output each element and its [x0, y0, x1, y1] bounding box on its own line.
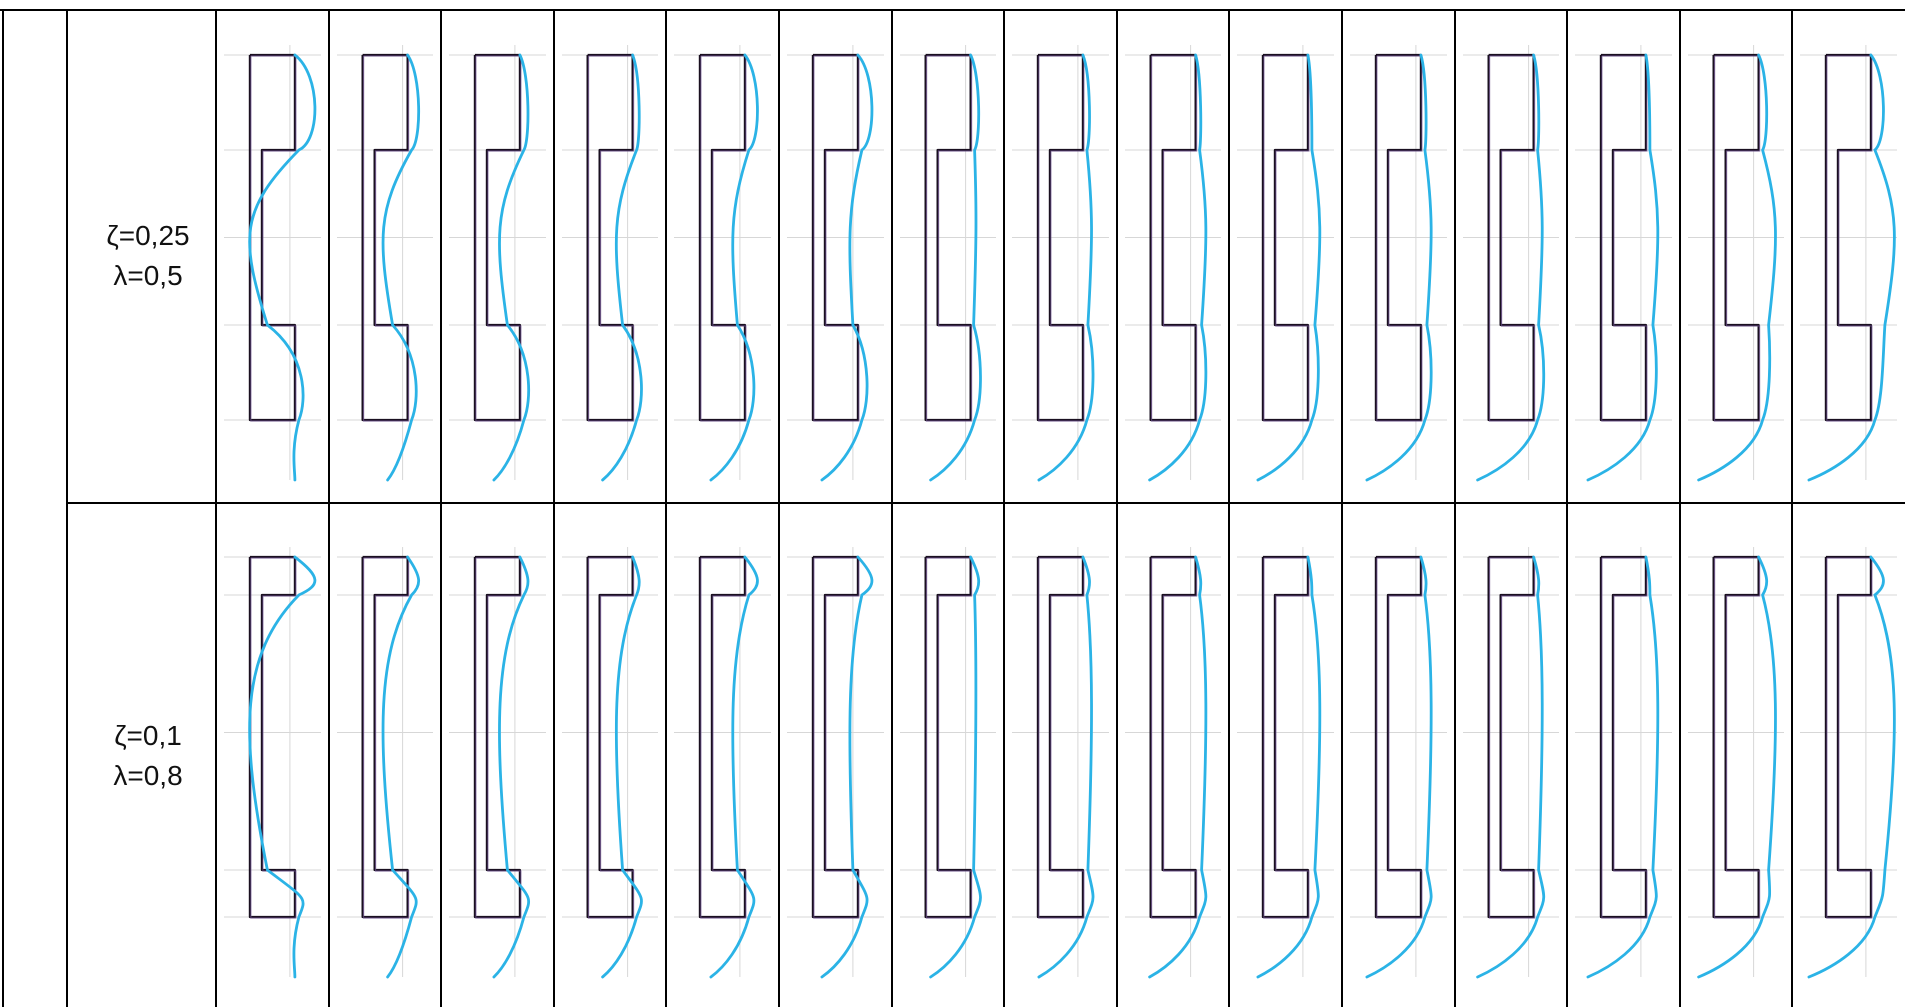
sketch-cell [1688, 45, 1784, 480]
deformation-curve [711, 557, 758, 977]
sketch-cell [224, 45, 321, 480]
sketch-cell [674, 45, 771, 480]
frame-outline [1038, 557, 1083, 917]
deformation-curve [1699, 55, 1776, 480]
row-2-zeta-label: ζ=0,1 [114, 720, 182, 751]
frame-outline [475, 557, 520, 917]
frame-outline-purple [1602, 558, 1647, 918]
parameter-labels: ζ=0,25 λ=0,5 ζ=0,1 λ=0,8 [106, 220, 189, 791]
frame-outline-purple [1152, 56, 1197, 421]
sketch-cell [900, 45, 996, 480]
frame-outline-purple [1827, 558, 1872, 918]
sketch-cell [562, 45, 658, 480]
deformation-curve [1039, 55, 1093, 480]
deformation-curve [1258, 557, 1320, 977]
frame-outline-purple [1039, 56, 1084, 421]
frame-outline-purple [1715, 558, 1760, 918]
frame-outline-purple [1715, 56, 1760, 421]
table-grid [0, 10, 1905, 1007]
frame-outline-purple [927, 56, 972, 421]
deformation-curve [1150, 55, 1206, 480]
frame-outline-purple [701, 56, 746, 421]
deformation-curve [1809, 557, 1894, 977]
deformation-curve [250, 55, 315, 480]
frame-outline-purple [589, 558, 634, 918]
frame-outline-purple [701, 558, 746, 918]
frame-outline-purple [364, 56, 409, 421]
sketch-cell [337, 45, 433, 480]
sketch-cell [1125, 547, 1221, 977]
deformation-curve [383, 557, 419, 977]
sketch-cell [1012, 547, 1109, 977]
sketch-cell [562, 547, 658, 977]
deformation-curve [1809, 55, 1894, 480]
row-1-zeta-label: ζ=0,25 [106, 220, 189, 251]
sketch-cell [1350, 45, 1447, 480]
sketch-cell [1688, 547, 1784, 977]
sketch-cell [1463, 547, 1559, 977]
deformation-curve [494, 557, 529, 977]
frame-outline-purple [1490, 56, 1535, 421]
deformation-curve [250, 557, 315, 977]
frame-outline-purple [251, 558, 296, 918]
frame-outline-purple [589, 56, 634, 421]
frame-outline [1714, 557, 1759, 917]
deformation-curve [1699, 557, 1776, 977]
frame-outline [363, 557, 408, 917]
frame-outline [1489, 557, 1534, 917]
frame-outline-purple [1827, 56, 1872, 421]
frame-outline [926, 557, 971, 917]
sketch-cell [1237, 45, 1334, 480]
frame-outline [588, 557, 633, 917]
frame-outline-purple [1264, 558, 1309, 918]
deformation-curve [603, 55, 642, 480]
sketch-cell [1463, 45, 1559, 480]
sketch-cell [1575, 547, 1672, 977]
sketch-cell [1575, 45, 1672, 480]
frame-outline-purple [1039, 558, 1084, 918]
deformation-curve [711, 55, 758, 480]
sketch-cells [224, 45, 1897, 977]
sketch-cell [787, 45, 884, 480]
deformation-curve [603, 557, 642, 977]
sketch-cell [1125, 45, 1221, 480]
deformation-curve [1258, 55, 1320, 480]
sketch-cell [674, 547, 771, 977]
sketch-cell [1350, 547, 1447, 977]
frame-outline [1601, 557, 1646, 917]
frame-outline-purple [1152, 558, 1197, 918]
frame-outline-purple [814, 56, 859, 421]
sketch-cell [224, 547, 321, 977]
deformation-curve [1039, 557, 1093, 977]
frame-outline-purple [251, 56, 296, 421]
frame-outline [250, 557, 295, 917]
sketch-cell [900, 547, 996, 977]
sketch-cell [449, 45, 546, 480]
sketch-cell [337, 547, 433, 977]
deformation-curve [1150, 557, 1206, 977]
frame-outline-purple [1377, 56, 1422, 421]
sketch-cell [1800, 547, 1897, 977]
sketch-cell [787, 547, 884, 977]
frame-outline [1826, 557, 1871, 917]
deformation-curve [494, 55, 529, 480]
frame-outline-purple [927, 558, 972, 918]
frame-outline-purple [1490, 558, 1535, 918]
frame-outline-purple [1377, 558, 1422, 918]
frame-outline [1376, 557, 1421, 917]
row-1-lambda-label: λ=0,5 [113, 260, 182, 291]
frame-outline-purple [1264, 56, 1309, 421]
frame-outline-purple [1602, 56, 1647, 421]
row-2-lambda-label: λ=0,8 [113, 760, 182, 791]
frame-outline [1263, 557, 1308, 917]
sketch-cell [1800, 45, 1897, 480]
frame-outline [1151, 557, 1196, 917]
deformation-curve [822, 55, 872, 480]
sketch-cell [1012, 45, 1109, 480]
deformation-curve [822, 557, 872, 977]
sketch-cell [1237, 547, 1334, 977]
sketch-cell [449, 547, 546, 977]
deformation-curve [383, 55, 419, 480]
